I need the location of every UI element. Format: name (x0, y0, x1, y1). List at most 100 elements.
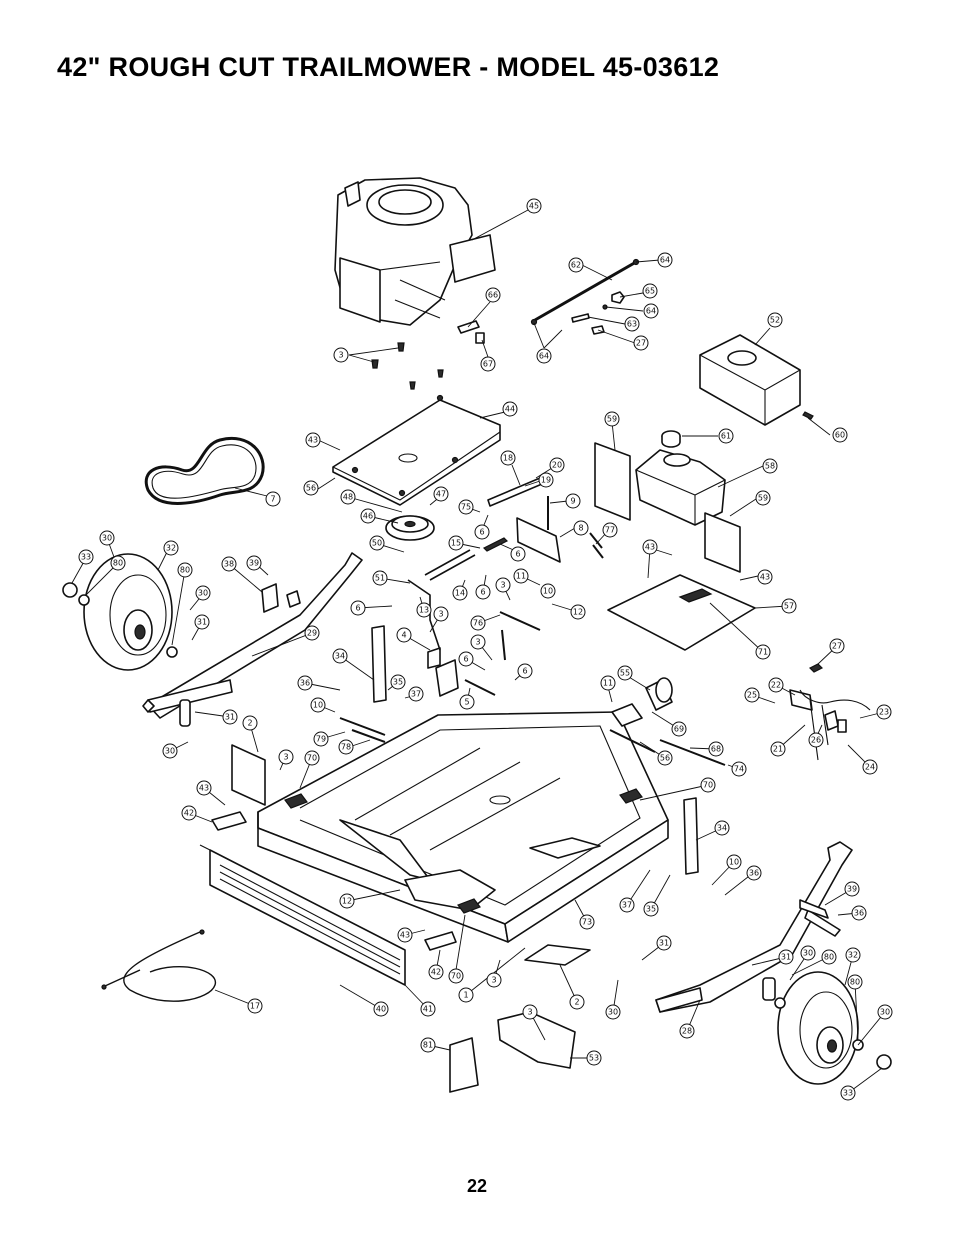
callout-label: 81 (420, 1037, 436, 1053)
callout-number: 33 (81, 553, 91, 562)
callout-number: 6 (355, 604, 360, 613)
callout-circle (642, 539, 658, 555)
callout-circle (297, 675, 313, 691)
callout-circle (78, 549, 94, 565)
callout-label: 10 (726, 854, 742, 870)
callout-number: 23 (879, 708, 889, 717)
axle-left-part (142, 552, 363, 727)
callout-circle (513, 568, 529, 584)
callout-circle (310, 697, 326, 713)
callout-label: 70 (448, 968, 464, 984)
callout-circle (373, 1001, 389, 1017)
idler-arm-part (482, 477, 604, 563)
callout-label: 30 (605, 1004, 621, 1020)
callout-label: 14 (452, 585, 468, 601)
callout-label: 74 (731, 761, 747, 777)
blade-part (449, 944, 591, 1093)
callout-label: 69 (671, 721, 687, 737)
callout-circle (510, 546, 526, 562)
callout-circle (448, 968, 464, 984)
callout-label: 6 (458, 651, 474, 667)
callout-label: 31 (656, 935, 672, 951)
callout-circle (538, 472, 554, 488)
callout-circle (265, 491, 281, 507)
callout-label: 15 (448, 535, 464, 551)
callout-circle (396, 627, 412, 643)
callout-circle (397, 927, 413, 943)
rubber-flap-part (199, 844, 406, 986)
callout-number: 33 (843, 1089, 853, 1098)
callout-number: 41 (423, 1005, 433, 1014)
callout-circle (602, 522, 618, 538)
callout-circle (877, 1004, 893, 1020)
callout-number: 34 (717, 824, 727, 833)
callout-circle (196, 780, 212, 796)
callout-circle (448, 535, 464, 551)
callout-label: 42 (181, 805, 197, 821)
callout-circle (600, 675, 616, 691)
callout-number: 39 (847, 885, 857, 894)
callout-circle (163, 540, 179, 556)
callout-number: 3 (500, 581, 505, 590)
callout-circle (768, 677, 784, 693)
callout-number: 4 (401, 631, 406, 640)
callout-label: 77 (602, 522, 618, 538)
callout-label: 48 (340, 489, 356, 505)
callout-circle (458, 987, 474, 1003)
wheel-left-part (62, 553, 178, 671)
callout-number: 42 (431, 968, 441, 977)
callout-labels: 4562646564632764666735260444359617564818… (78, 198, 893, 1101)
callout-label: 25 (744, 687, 760, 703)
callout-label: 30 (99, 530, 115, 546)
callout-label: 36 (297, 675, 313, 691)
callout-label: 51 (372, 570, 388, 586)
callout-number: 80 (113, 559, 123, 568)
callout-label: 52 (767, 312, 783, 328)
callout-number: 40 (376, 1005, 386, 1014)
callout-label: 71 (755, 644, 771, 660)
callout-circle (540, 583, 556, 599)
callout-number: 9 (570, 497, 575, 506)
callout-circle (458, 651, 474, 667)
callout-label: 3 (495, 577, 511, 593)
callout-label: 59 (604, 411, 620, 427)
callout-circle (433, 606, 449, 622)
callout-number: 34 (335, 652, 345, 661)
callout-circle (408, 686, 424, 702)
callout-label: 20 (549, 457, 565, 473)
callout-label: 33 (78, 549, 94, 565)
callout-label: 75 (458, 499, 474, 515)
callout-circle (617, 665, 633, 681)
callout-circle (181, 805, 197, 821)
callout-number: 53 (589, 1054, 599, 1063)
callout-label: 43 (757, 569, 773, 585)
callout-label: 27 (829, 638, 845, 654)
callout-number: 29 (307, 629, 317, 638)
callout-number: 5 (464, 698, 469, 707)
callout-number: 30 (803, 949, 813, 958)
callout-number: 76 (473, 619, 483, 628)
callout-circle (536, 348, 552, 364)
callout-circle (470, 634, 486, 650)
callout-circle (845, 947, 861, 963)
fuel-tank-part (594, 430, 741, 573)
callout-circle (624, 316, 640, 332)
callout-label: 1 (458, 987, 474, 1003)
callout-number: 6 (522, 667, 527, 676)
callout-circle (746, 865, 762, 881)
cable-part (101, 929, 216, 1002)
callout-number: 64 (660, 256, 670, 265)
callout-circle (340, 489, 356, 505)
callout-number: 32 (166, 544, 176, 553)
callout-number: 70 (451, 972, 461, 981)
callout-circle (332, 648, 348, 664)
callout-label: 28 (679, 1023, 695, 1039)
callout-circle (242, 715, 258, 731)
callout-label: 17 (247, 998, 263, 1014)
callout-circle (657, 750, 673, 766)
callout-label: 34 (332, 648, 348, 664)
callout-label: 80 (177, 562, 193, 578)
callout-number: 61 (721, 432, 731, 441)
callout-label: 9 (565, 493, 581, 509)
callout-number: 48 (343, 493, 353, 502)
